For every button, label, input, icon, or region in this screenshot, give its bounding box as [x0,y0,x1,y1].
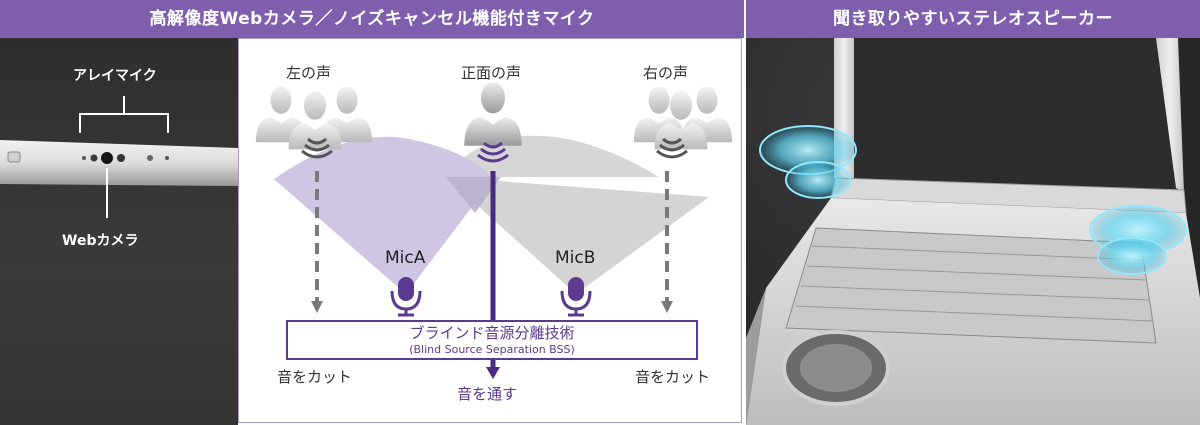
screen [854,38,1176,188]
left-banner: 高解像度Webカメラ／ノイズキャンセル機能付きマイク [0,0,744,38]
bezel-strip [0,140,238,186]
mic-hole-icon [82,156,86,160]
right-sound-wave-icon [656,137,688,159]
bss-diagram-graphic [255,82,733,379]
right-voice-label: 右の声 [643,64,689,82]
bss-title: ブラインド音源分離技術 [409,324,575,342]
center-sound-wave-icon [477,141,509,163]
camera-lens-icon [101,152,113,164]
left-voice-label: 左の声 [286,64,332,82]
fan-overlap [446,177,501,213]
center-arrowhead-icon [486,367,500,379]
side-edge [746,288,766,425]
left-speaker-glow-inner-icon [785,161,851,199]
mic-a-microphone-icon [390,277,422,317]
laptop-illustration [746,38,1200,425]
bss-box: ブラインド音源分離技術 (Blind Source Separation BSS… [286,320,698,360]
speaker-panel: 聞き取りやすいステレオスピーカー [746,0,1200,425]
lid-right-edge [1156,38,1184,193]
right-people-icon [633,86,733,150]
array-mic-label: アレイマイク [73,68,157,84]
webcam-photo: アレイマイク Webカメラ [0,38,238,425]
laptop-bezel-illustration [0,96,238,218]
bss-diagram: 左の声 正面の声 右の声 MicA MicB ブラインド音源分離技術 (Blin… [238,38,742,423]
pass-label: 音を通す [457,385,518,403]
array-mic-bracket [79,113,169,133]
left-people-icon [255,86,373,150]
left-cut-label: 音をカット [277,368,353,386]
center-voice-label: 正面の声 [461,64,522,82]
left-arrowhead-icon [311,301,323,313]
bss-subtitle: (Blind Source Separation BSS) [409,343,575,356]
webcam-label: Webカメラ [62,233,139,249]
mic-a-label: MicA [385,248,426,268]
mic-hole-icon [165,156,169,160]
right-arrowhead-icon [661,301,673,313]
left-fan-top [274,136,493,294]
touchpad [800,344,872,392]
keyboard-rows [795,245,1153,322]
right-cut-label: 音をカット [635,368,711,386]
mic-b-label: MicB [555,248,596,268]
center-person-icon [464,82,522,146]
mic-b-microphone-icon [560,277,592,317]
latch-icon [7,151,21,163]
right-speaker-glow-inner-icon [1097,237,1167,275]
left-sound-wave-icon [301,137,333,159]
indicator-icon [90,154,98,162]
right-banner: 聞き取りやすいステレオスピーカー [746,0,1200,38]
right-pickup-fan [446,177,709,294]
laptop-photo [746,38,1200,425]
indicator-icon [117,154,125,162]
sensor-icon [147,155,153,161]
microphone-camera-panel: 高解像度Webカメラ／ノイズキャンセル機能付きマイク [0,0,744,425]
